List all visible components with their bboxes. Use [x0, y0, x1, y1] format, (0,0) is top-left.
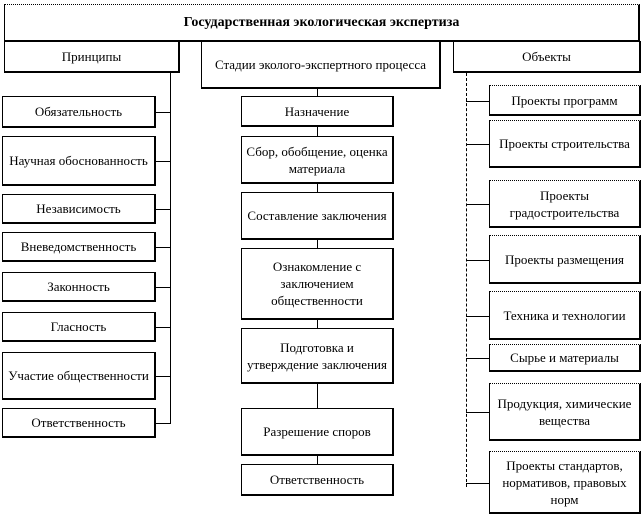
object-link [466, 204, 489, 205]
object-box: Проекты стандартов, нормативов, правовых… [489, 451, 641, 514]
principles-connector [170, 73, 171, 423]
stage-box: Назначение [241, 96, 394, 127]
principle-link [155, 247, 171, 248]
object-box: Техника и технологии [489, 291, 641, 340]
principle-box: Обязательность [2, 96, 156, 128]
principle-box: Гласность [2, 312, 156, 342]
stages-header: Стадии эколого-экспертного процесса [201, 41, 441, 89]
principles-header: Принципы [4, 41, 180, 73]
object-box: Проекты строительства [489, 120, 641, 168]
object-box: Проекты размещения [489, 235, 641, 284]
principle-box: Независимость [2, 194, 156, 224]
diagram-title: Государственная экологическая экспертиза [4, 4, 640, 42]
stage-box: Ознакомление с заключением общественност… [241, 248, 394, 320]
principle-link [155, 327, 171, 328]
stage-box: Ответственность [241, 464, 394, 496]
principle-box: Вневедомственность [2, 232, 156, 262]
objects-connector [466, 73, 467, 487]
object-link [466, 101, 489, 102]
principle-link [155, 161, 171, 162]
object-box: Продукция, химические вещества [489, 383, 641, 441]
stage-box: Сбор, обобщение, оценка материала [241, 136, 394, 184]
object-link [466, 260, 489, 261]
principle-link [155, 423, 171, 424]
stage-box: Разрешение споров [241, 408, 394, 456]
stage-box: Составление заключения [241, 192, 394, 240]
object-link [466, 316, 489, 317]
objects-header: Объекты [453, 41, 641, 73]
object-link [466, 358, 489, 359]
stage-box: Подготовка и утверждение заключения [241, 328, 394, 384]
principle-box: Научная обоснованность [2, 136, 156, 186]
object-box: Проекты градостроительства [489, 180, 641, 228]
object-link [466, 483, 489, 484]
principle-link [155, 209, 171, 210]
principle-link [155, 376, 171, 377]
object-link [466, 144, 489, 145]
principle-box: Законность [2, 272, 156, 302]
object-link [466, 412, 489, 413]
principle-box: Ответственность [2, 408, 156, 438]
principle-link [155, 112, 171, 113]
principle-box: Участие общественности [2, 352, 156, 400]
object-box: Проекты программ [489, 85, 641, 116]
principle-link [155, 287, 171, 288]
object-box: Сырье и материалы [489, 344, 641, 372]
